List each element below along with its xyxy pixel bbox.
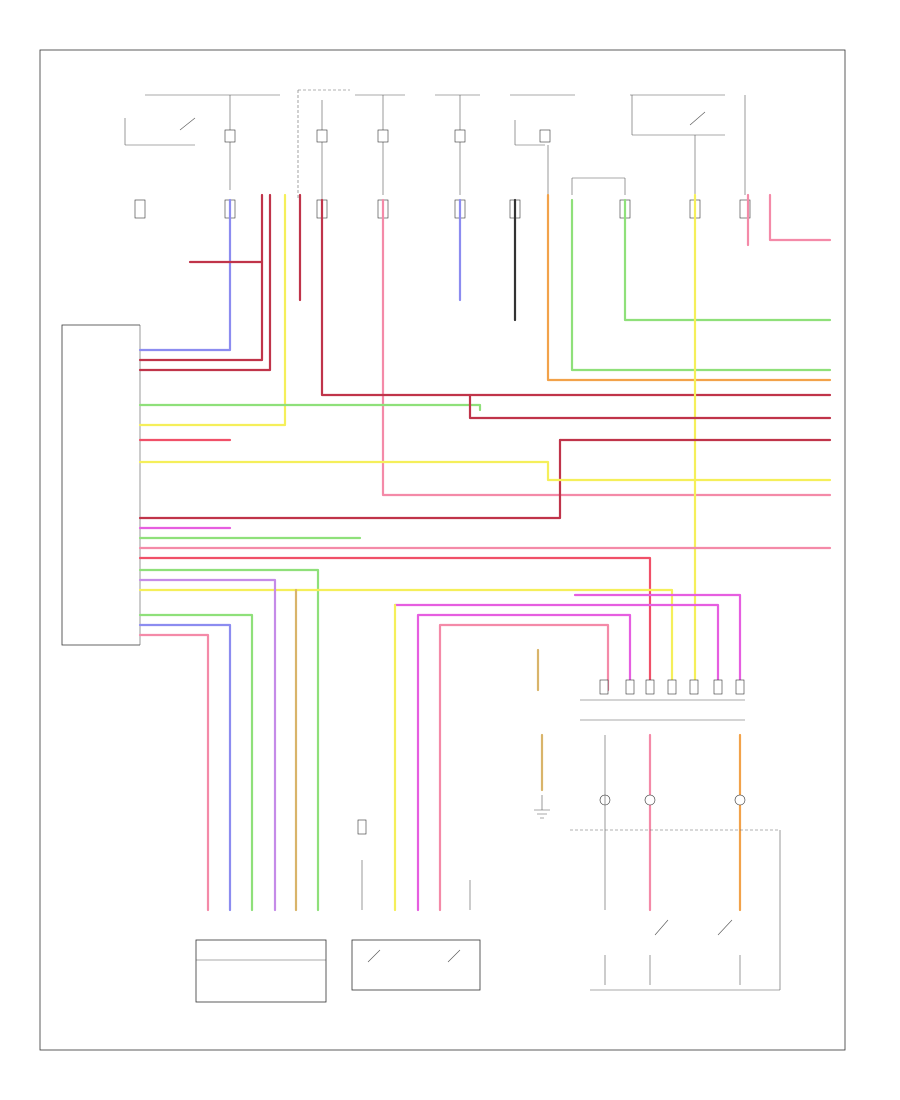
connector-pin-icon <box>713 679 723 695</box>
switch-contact-icon <box>447 949 461 963</box>
wire-segment <box>138 403 482 412</box>
connector-pin-icon <box>645 679 655 695</box>
fuse-icon <box>224 129 236 143</box>
ground-point <box>534 795 550 819</box>
connector-pin-icon <box>599 679 609 695</box>
engine-control-module <box>61 324 141 646</box>
wire-segment <box>138 193 272 372</box>
wire-segment <box>416 613 632 912</box>
connector-pin-icon <box>134 199 146 219</box>
wire-segment <box>623 198 832 322</box>
connector-pin-icon <box>689 679 699 695</box>
wire-segment <box>138 460 832 482</box>
fuse-icon <box>539 129 551 143</box>
wire-segment <box>138 193 287 427</box>
shift-connector-block <box>570 679 781 991</box>
connector-blocks <box>134 199 751 219</box>
wire-segment <box>138 578 277 912</box>
transmission-range-switch <box>351 819 481 991</box>
wire-segment <box>138 193 264 362</box>
connector-pin-icon <box>735 679 745 695</box>
wire-segment <box>320 198 832 397</box>
fuse-icon <box>377 129 389 143</box>
wire-segment <box>570 198 832 372</box>
wire-segment <box>138 633 210 912</box>
switch-contact-icon <box>717 919 733 936</box>
wire-segment <box>468 393 832 420</box>
wire-segment <box>393 603 720 692</box>
connector-pin-icon <box>739 199 751 219</box>
wire-segment <box>381 198 832 497</box>
relay-contact-icon <box>179 117 196 131</box>
wire-segment <box>138 568 320 912</box>
fuse-icon <box>316 129 328 143</box>
connector-pin-icon <box>357 819 367 835</box>
wire-segment <box>768 193 832 242</box>
position-sensor <box>195 939 327 1003</box>
wire-segment <box>138 198 232 352</box>
relay-contact-icon <box>689 111 706 126</box>
switch-contact-icon <box>367 949 381 963</box>
switch-contact-icon <box>654 919 669 936</box>
wire-segment <box>138 438 562 520</box>
top-power-section <box>124 89 746 200</box>
connector-pin-icon <box>667 679 677 695</box>
wire-harness <box>138 193 832 912</box>
fuse-icon <box>454 129 466 143</box>
wire-segment <box>573 593 742 692</box>
connector-pin-icon <box>734 794 746 806</box>
wire-segment <box>138 613 254 912</box>
wire-segment <box>546 193 832 382</box>
wire-segment <box>438 623 610 912</box>
wire-segment <box>138 623 232 912</box>
diagram-frame <box>39 49 846 1051</box>
ground-icon <box>534 809 550 819</box>
wire-segment <box>138 588 674 692</box>
connector-pin-icon <box>644 794 656 806</box>
connector-pin-icon <box>625 679 635 695</box>
wire-segment <box>138 556 652 692</box>
